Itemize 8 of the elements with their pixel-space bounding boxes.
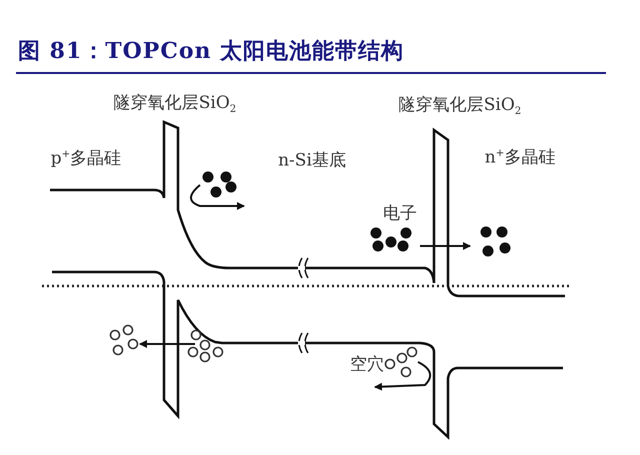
band-label: 隧穿氧化层SiO$_{2}$ (398, 94, 522, 118)
band-label: n$^{+}$多晶硅 (484, 146, 556, 168)
band-label: p$^{+}$多晶硅 (50, 148, 122, 170)
band-label: 空穴 (350, 354, 384, 376)
figure-title: 图 81：TOPCon 太阳电池能带结构 (18, 37, 404, 66)
band-label: 隧穿氧化层SiO$_{2}$ (114, 92, 236, 116)
band-label: 电子 (383, 202, 417, 224)
band-label: n-Si基底 (278, 150, 346, 172)
